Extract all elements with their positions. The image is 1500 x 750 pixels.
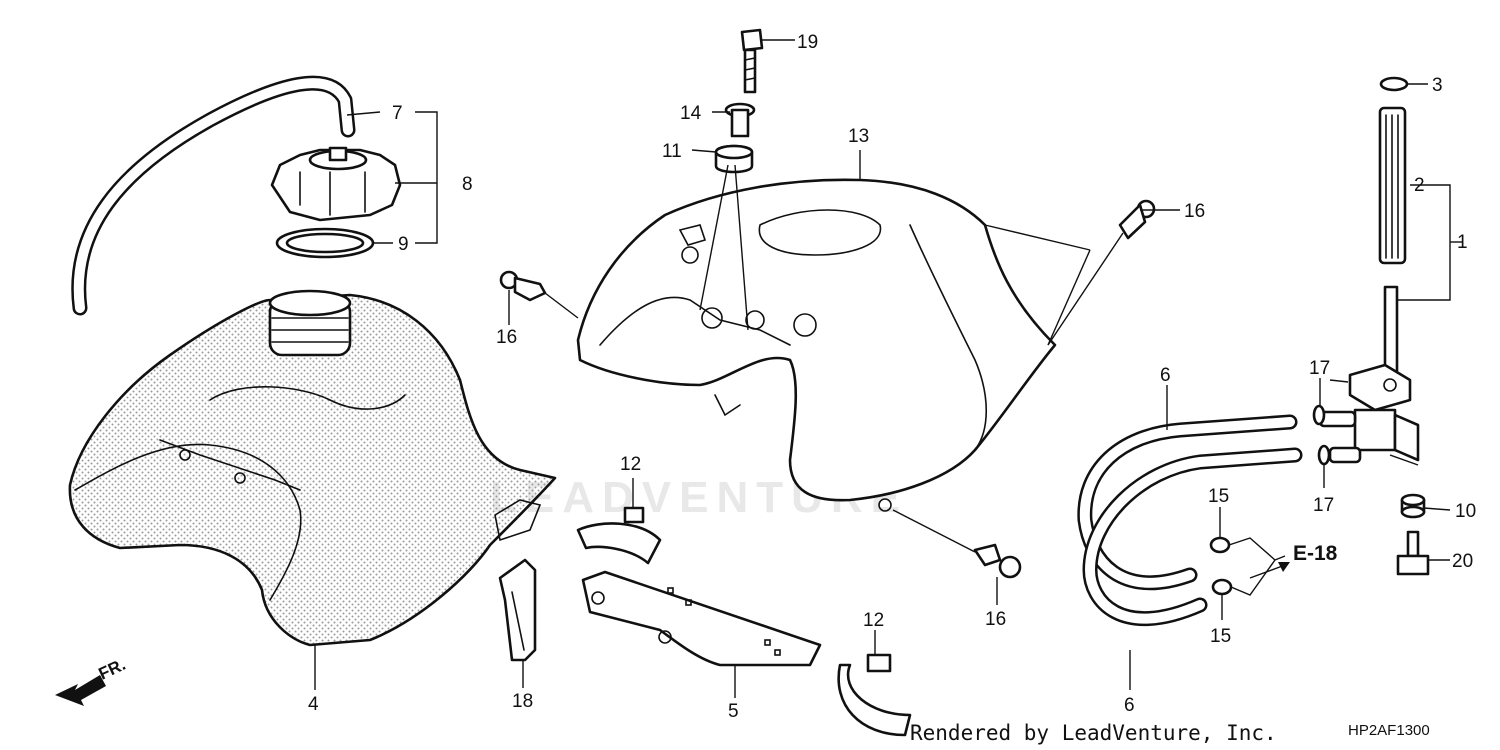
- part-14-collar[interactable]: [724, 102, 756, 138]
- part-6-fuel-hoses[interactable]: [1077, 414, 1303, 626]
- part-16-clip-a[interactable]: [499, 270, 547, 302]
- part-10-valve-washer[interactable]: [1400, 493, 1426, 519]
- callout-labels: 1 2 3 4 5 6 6 7 8 9 10 11 12 12 13 14 15…: [308, 32, 1476, 722]
- part-9-cap-gasket[interactable]: [275, 227, 375, 259]
- callout-10: 10: [1455, 501, 1476, 522]
- callout-6-top: 6: [1160, 365, 1171, 386]
- part-4-fuel-tank[interactable]: [68, 289, 557, 647]
- callout-9: 9: [398, 234, 409, 255]
- callout-1: 1: [1457, 232, 1468, 253]
- callout-6-bottom: 6: [1124, 695, 1135, 716]
- part-2-strainer-screen[interactable]: [1378, 106, 1407, 265]
- callout-12-right: 12: [863, 610, 884, 631]
- callout-3: 3: [1432, 75, 1443, 96]
- callout-16-bottom: 16: [985, 609, 1006, 630]
- part-12-band-a[interactable]: [576, 506, 662, 565]
- callout-13: 13: [848, 126, 869, 147]
- part-17-clips[interactable]: [1312, 404, 1331, 466]
- callout-18: 18: [512, 691, 533, 712]
- callout-15-bottom: 15: [1210, 626, 1231, 647]
- part-16-clip-b[interactable]: [1118, 199, 1156, 240]
- callout-20: 20: [1452, 551, 1473, 572]
- callout-19: 19: [797, 32, 818, 53]
- callout-14: 14: [680, 103, 702, 124]
- rendered-by-text: Rendered by LeadVenture, Inc.: [910, 721, 1277, 745]
- part-5-bracket-plate[interactable]: [581, 570, 822, 667]
- callout-5: 5: [728, 701, 739, 722]
- callout-2: 2: [1414, 175, 1425, 196]
- diagram-code: HP2AF1300: [1348, 722, 1430, 739]
- part-11-rubber-mount[interactable]: [714, 144, 754, 174]
- callout-4: 4: [308, 694, 319, 715]
- callout-7: 7: [392, 103, 403, 124]
- part-3-o-ring[interactable]: [1379, 76, 1409, 92]
- part-1-fuel-valve[interactable]: [1318, 285, 1420, 464]
- reference-e18-label: E-18: [1293, 542, 1338, 565]
- part-15-hose-clips[interactable]: [1209, 536, 1233, 596]
- part-7-breather-hose[interactable]: [71, 75, 356, 316]
- callout-17-bottom: 17: [1313, 495, 1334, 516]
- front-direction-arrow: FR.: [55, 655, 129, 706]
- part-16-clip-c[interactable]: [973, 543, 1022, 579]
- part-19-bolt[interactable]: [740, 28, 764, 94]
- callout-15-top: 15: [1208, 486, 1229, 507]
- callout-17-top: 17: [1309, 358, 1330, 379]
- part-20-bolt[interactable]: [1396, 530, 1430, 576]
- reference-e18-arrow[interactable]: E-18: [1249, 542, 1338, 579]
- callout-11: 11: [662, 141, 682, 162]
- leader-lines: [314, 39, 1462, 698]
- callout-16-right: 16: [1184, 201, 1205, 222]
- part-18-rubber-strap[interactable]: [498, 558, 537, 662]
- callout-16-left: 16: [496, 327, 517, 348]
- part-12-band-b[interactable]: [837, 653, 912, 737]
- part-8-fuel-cap[interactable]: [270, 146, 402, 222]
- callout-12-left: 12: [620, 454, 641, 475]
- callout-8: 8: [462, 174, 473, 195]
- part-13-tank-shroud[interactable]: [576, 178, 1057, 512]
